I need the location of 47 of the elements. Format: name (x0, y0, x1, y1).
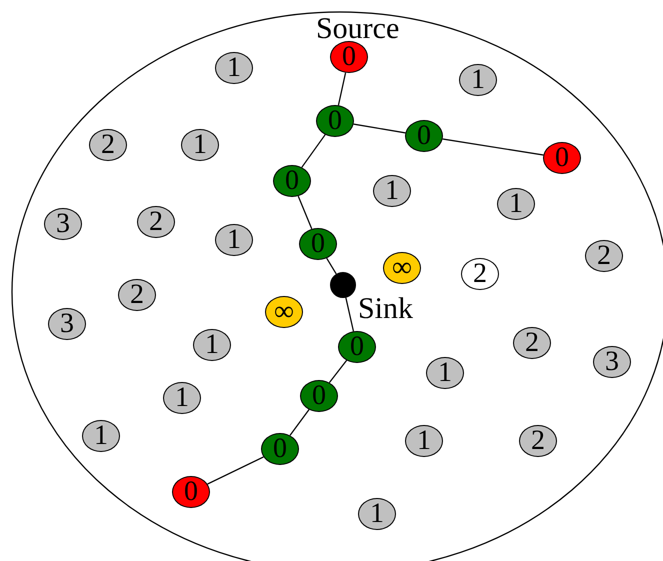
distance-node: 0 (299, 228, 337, 260)
connector-line (290, 409, 310, 436)
distance-node: 0 (172, 476, 210, 508)
distance-node: 3 (48, 308, 86, 340)
connector-line (328, 360, 348, 383)
connector-line (338, 72, 346, 106)
distance-node: 1 (373, 175, 411, 207)
distance-node: 3 (44, 208, 82, 240)
distance-node: 1 (193, 329, 231, 361)
connector-line (301, 134, 326, 168)
distance-node: 1 (215, 52, 253, 84)
distance-node: ∞ (383, 252, 421, 284)
connector-line (345, 298, 354, 332)
distance-node: 1 (459, 64, 497, 96)
distance-node: 0 (261, 433, 299, 465)
distance-node: 3 (593, 346, 631, 378)
connector-line (298, 196, 312, 230)
connector-line (326, 258, 337, 274)
distance-node: 2 (461, 258, 499, 290)
distance-node: ∞ (265, 296, 303, 328)
distance-node: 1 (358, 498, 396, 530)
distance-node: 2 (89, 129, 127, 161)
sink-dot (330, 272, 356, 298)
distance-node: 0 (300, 380, 338, 412)
distance-node: 2 (585, 240, 623, 272)
distance-node: 0 (405, 120, 443, 152)
distance-node: 0 (338, 331, 376, 363)
distance-node: 2 (137, 206, 175, 238)
distance-node: 1 (181, 129, 219, 161)
distance-node: 2 (513, 327, 551, 359)
distance-node: 0 (543, 142, 581, 174)
distance-node: 2 (118, 279, 156, 311)
distance-node: 1 (215, 224, 253, 256)
distance-node: 1 (405, 425, 443, 457)
distance-node: 1 (497, 188, 535, 220)
distance-node: 1 (426, 357, 464, 389)
connector-line (207, 456, 264, 485)
node-caption: Sink (358, 294, 414, 324)
distance-node: 1 (163, 382, 201, 414)
distance-node: 2 (519, 425, 557, 457)
distance-node: 0 (273, 165, 311, 197)
connector-line (442, 138, 544, 156)
distance-node: 0 (330, 41, 368, 73)
connector-line (354, 124, 406, 134)
distance-node: 0 (316, 105, 354, 137)
node-caption: Source (316, 14, 400, 44)
distance-node: 1 (82, 420, 120, 452)
